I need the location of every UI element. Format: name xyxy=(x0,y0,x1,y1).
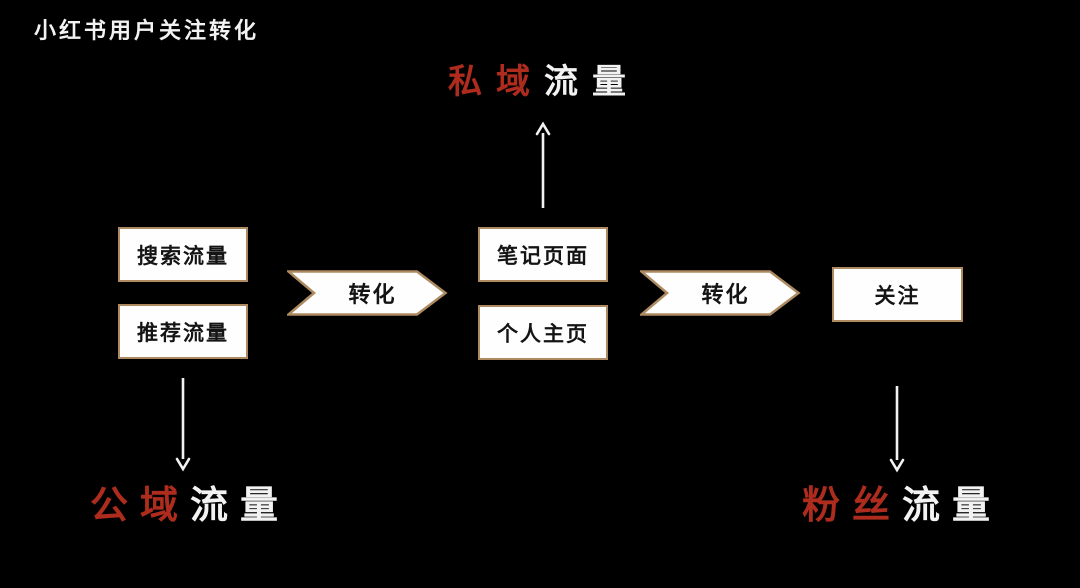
convert-arrow-1-label: 转化 xyxy=(348,282,397,307)
box-profile-page: 个人主页 xyxy=(478,305,608,360)
label-private-traffic: 私域流量 xyxy=(448,62,640,102)
label-fans-highlight: 粉丝 xyxy=(802,485,903,527)
convert-arrow-1: 转化 xyxy=(287,270,448,316)
box-search-traffic: 搜索流量 xyxy=(118,227,248,282)
convert-arrow-2-label: 转化 xyxy=(701,282,750,307)
page-title: 小红书用户关注转化 xyxy=(34,18,260,43)
box-search-traffic-label: 搜索流量 xyxy=(137,243,229,268)
label-private-rest: 流量 xyxy=(544,63,640,101)
label-private-highlight: 私域 xyxy=(448,63,544,101)
label-fans-traffic: 粉丝流量 xyxy=(802,484,1002,528)
convert-arrow-2: 转化 xyxy=(640,270,801,316)
dashed-arrow-up xyxy=(535,121,551,208)
box-follow-label: 关注 xyxy=(874,283,921,308)
box-recommend-traffic: 推荐流量 xyxy=(118,304,248,359)
box-note-page: 笔记页面 xyxy=(478,227,608,282)
box-follow: 关注 xyxy=(832,267,963,322)
box-recommend-traffic-label: 推荐流量 xyxy=(137,320,229,345)
box-profile-page-label: 个人主页 xyxy=(497,321,589,346)
label-public-rest: 流量 xyxy=(190,485,291,527)
box-note-page-label: 笔记页面 xyxy=(497,243,589,268)
label-fans-rest: 流量 xyxy=(902,485,1003,527)
chevron-banner-icon xyxy=(640,270,801,316)
dashed-arrow-down-right xyxy=(889,386,905,473)
label-public-highlight: 公域 xyxy=(90,485,191,527)
chevron-banner-icon xyxy=(287,270,448,316)
label-public-traffic: 公域流量 xyxy=(90,484,290,528)
dashed-arrow-down-left xyxy=(175,378,191,472)
